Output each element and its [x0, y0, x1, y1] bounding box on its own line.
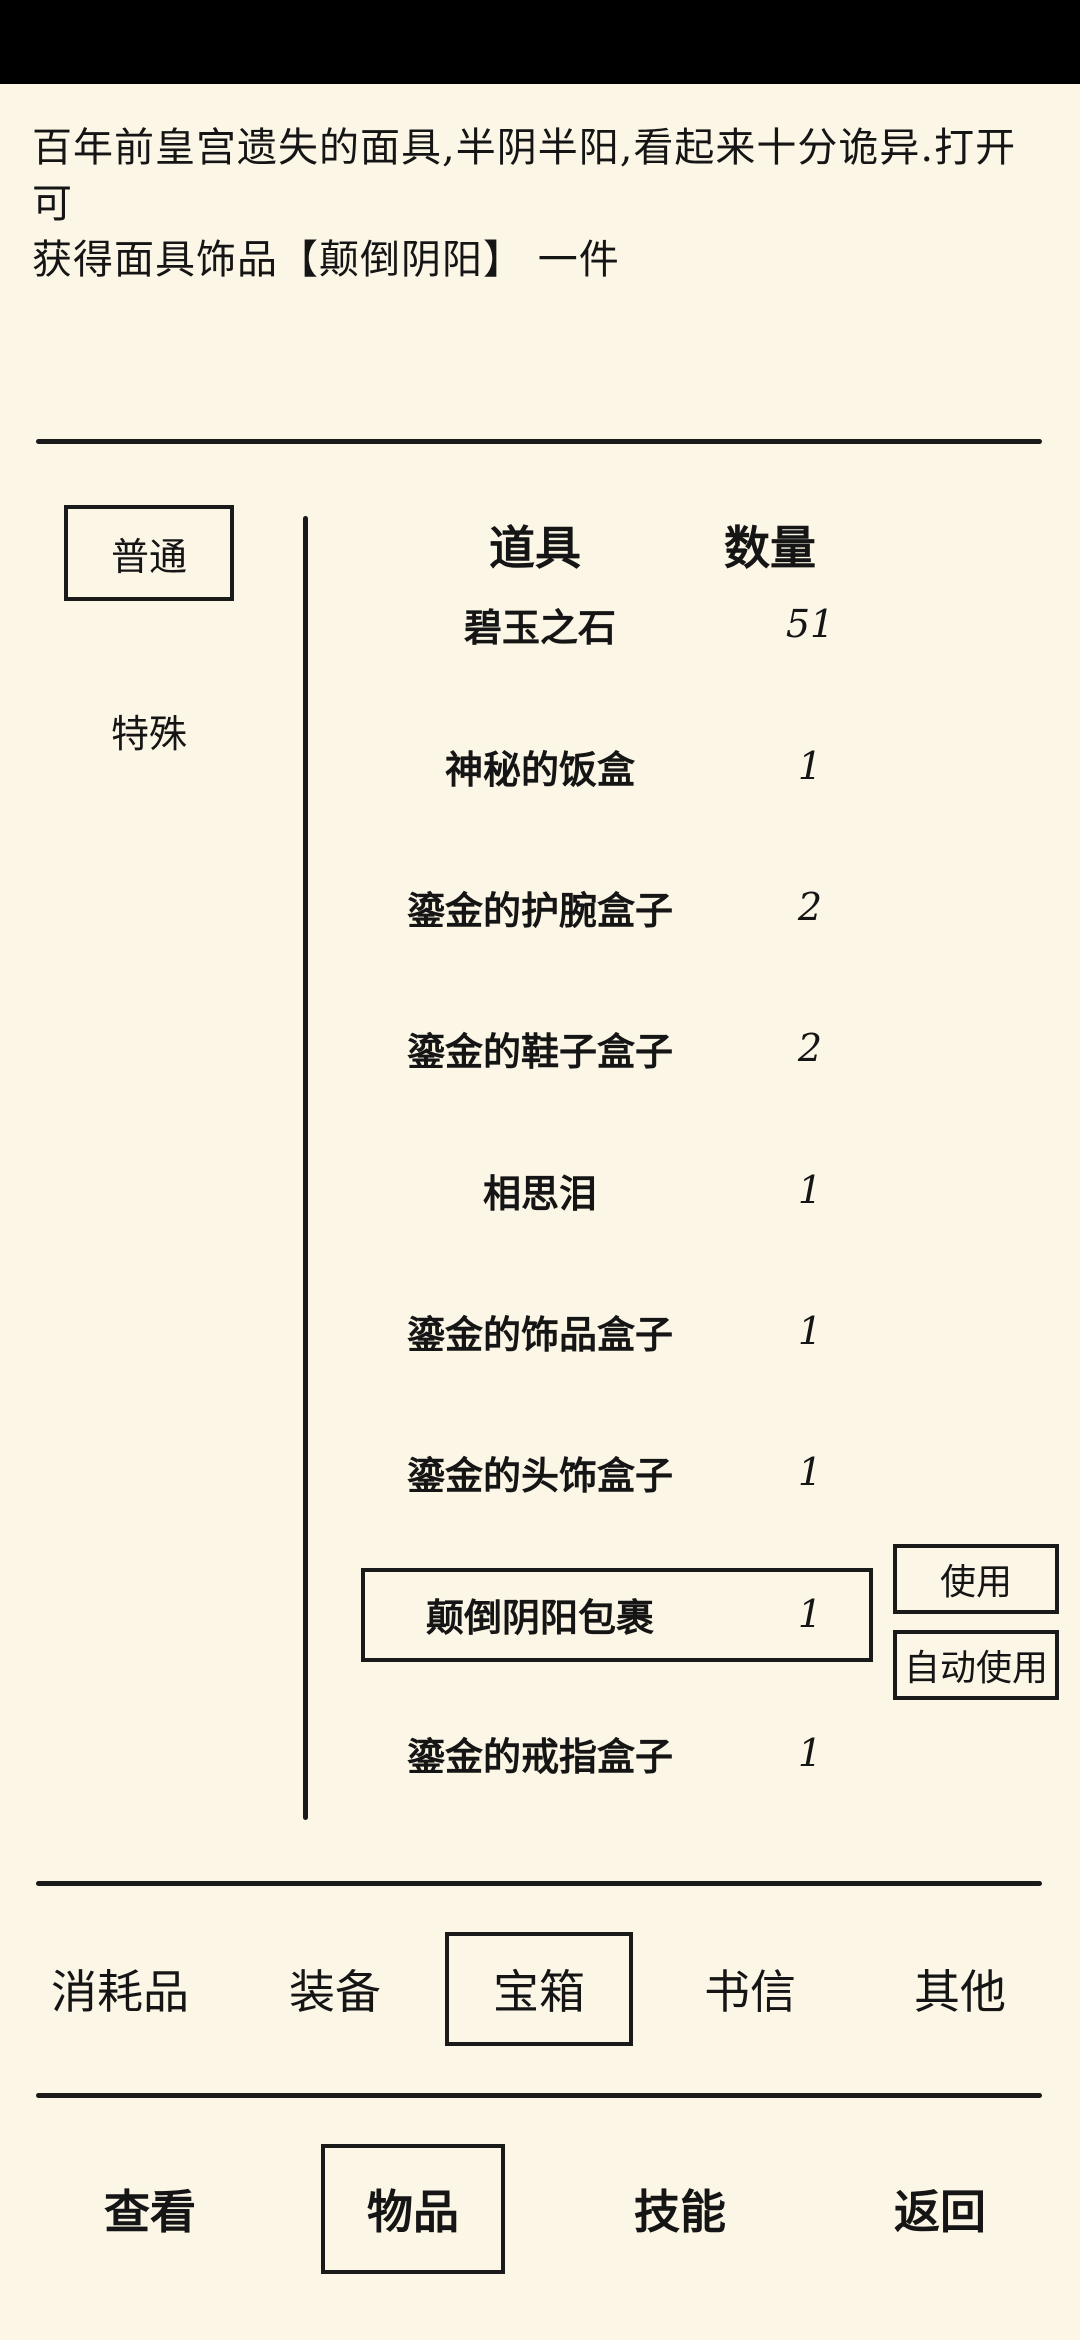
table-row[interactable]: 鎏金的鞋子盒子 2 — [330, 1000, 890, 1096]
table-row[interactable]: 相思泪 1 — [330, 1142, 890, 1238]
tab-items[interactable]: 物品 — [367, 2185, 459, 2239]
table-row[interactable]: 鎏金的戒指盒子 1 — [330, 1705, 890, 1801]
tab-other[interactable]: 其他 — [914, 1965, 1006, 2019]
table-row[interactable]: 鎏金的头饰盒子 1 — [330, 1424, 890, 1520]
tab-skills[interactable]: 技能 — [634, 2185, 726, 2239]
item-qty: 1 — [797, 744, 823, 788]
item-qty: 1 — [797, 1592, 823, 1636]
divider-vertical — [303, 516, 308, 1820]
item-name: 鎏金的头饰盒子 — [406, 1452, 673, 1498]
item-qty: 1 — [797, 1168, 823, 1212]
selected-row-frame — [361, 1568, 873, 1662]
column-header-qty: 数量 — [724, 521, 816, 575]
item-name: 碧玉之石 — [463, 604, 616, 650]
table-row[interactable]: 鎏金的饰品盒子 1 — [330, 1283, 890, 1379]
table-row-selected[interactable]: 颠倒阴阳包裹 1 — [330, 1566, 890, 1662]
use-button[interactable]: 使用 — [893, 1544, 1059, 1614]
tab-consumables[interactable]: 消耗品 — [51, 1965, 189, 2019]
item-qty: 51 — [785, 602, 835, 646]
divider-middle — [36, 1881, 1042, 1886]
status-bar — [0, 0, 1080, 84]
item-name: 鎏金的饰品盒子 — [406, 1311, 673, 1357]
item-qty: 2 — [797, 1026, 823, 1070]
description-line-2: 获得面具饰品【颠倒阴阳】 一件 — [32, 237, 620, 283]
item-qty: 1 — [797, 1731, 823, 1775]
item-name: 鎏金的戒指盒子 — [406, 1733, 673, 1779]
table-row[interactable]: 神秘的饭盒 1 — [330, 718, 890, 814]
auto-use-button[interactable]: 自动使用 — [893, 1630, 1059, 1700]
item-qty: 2 — [797, 885, 823, 929]
table-row[interactable]: 鎏金的护腕盒子 2 — [330, 859, 890, 955]
item-tab-selected-frame — [445, 1932, 633, 2046]
description-line-1: 百年前皇宫遗失的面具,半阴半阳,看起来十分诡异.打开可 — [32, 125, 1017, 227]
item-name: 鎏金的鞋子盒子 — [406, 1028, 673, 1074]
item-name: 神秘的饭盒 — [444, 746, 635, 792]
tab-back[interactable]: 返回 — [894, 2185, 986, 2239]
item-qty: 1 — [797, 1450, 823, 1494]
table-row[interactable]: 碧玉之石 51 — [330, 576, 890, 672]
category-normal[interactable]: 普通 — [110, 534, 187, 579]
tab-treasure-chest[interactable]: 宝箱 — [493, 1965, 585, 2019]
item-description: 百年前皇宫遗失的面具,半阴半阳,看起来十分诡异.打开可 获得面具饰品【颠倒阴阳】… — [32, 120, 1042, 288]
main-tab-selected-frame — [321, 2144, 505, 2274]
divider-top — [36, 439, 1042, 444]
tab-equipment[interactable]: 装备 — [289, 1965, 381, 2019]
tab-view[interactable]: 查看 — [104, 2185, 196, 2239]
divider-bottom — [36, 2093, 1042, 2098]
category-special[interactable]: 特殊 — [110, 711, 187, 756]
item-qty: 1 — [797, 1309, 823, 1353]
item-name: 相思泪 — [482, 1170, 597, 1216]
item-name: 颠倒阴阳包裹 — [425, 1594, 654, 1640]
item-name: 鎏金的护腕盒子 — [406, 887, 673, 933]
tab-letters[interactable]: 书信 — [704, 1965, 796, 2019]
column-header-item: 道具 — [489, 521, 581, 575]
category-selected-frame — [64, 505, 234, 601]
